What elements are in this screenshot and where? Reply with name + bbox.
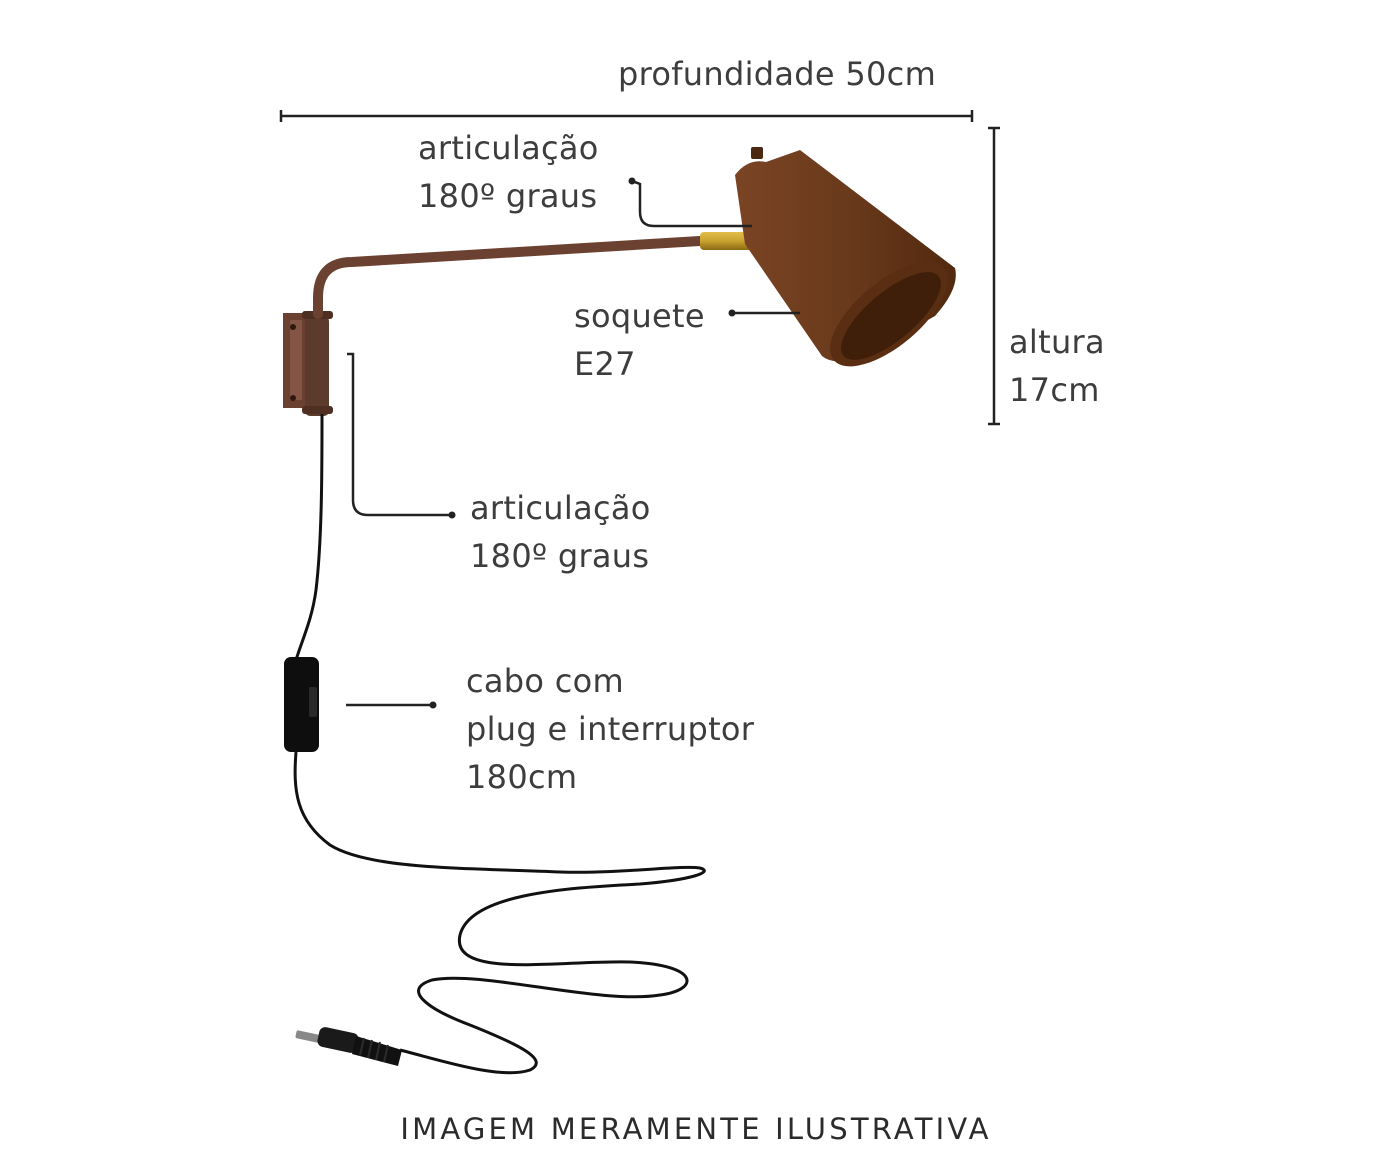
joint-top-label-line1: articulação — [418, 129, 599, 167]
inline-switch — [284, 657, 319, 752]
cable-label-line2: plug e interruptor — [466, 710, 755, 748]
leader-socket — [728, 309, 800, 317]
leader-cable — [346, 701, 437, 709]
leader-joint-mid — [347, 352, 456, 519]
power-plug — [295, 1027, 402, 1066]
wall-bracket — [283, 311, 333, 416]
leader-joint-top — [628, 177, 752, 228]
footer-disclaimer: IMAGEM MERAMENTE ILUSTRATIVA — [400, 1112, 992, 1146]
lamp-arm — [313, 236, 705, 319]
lamp-shade — [735, 147, 956, 367]
socket-label-line1: soquete — [574, 297, 705, 335]
joint-top-label-line2: 180º graus — [418, 177, 598, 215]
brass-coupling — [700, 232, 756, 250]
cable-label-line3: 180cm — [466, 758, 578, 796]
depth-label: profundidade 50cm — [618, 55, 937, 93]
power-cable-upper — [294, 413, 324, 661]
height-label-line1: altura — [1009, 323, 1105, 361]
cable-label-line1: cabo com — [466, 662, 625, 700]
joint-mid-label: articulação 180º graus — [470, 484, 651, 580]
joint-top-label: articulação 180º graus — [418, 124, 599, 220]
joint-mid-label-line2: 180º graus — [470, 537, 650, 575]
depth-dimension-line — [279, 110, 974, 122]
height-label: altura 17cm — [1009, 318, 1105, 414]
cable-label: cabo com plug e interruptor 180cm — [466, 657, 754, 801]
joint-mid-label-line1: articulação — [470, 489, 651, 527]
height-dimension-line — [988, 126, 1000, 426]
socket-label: soquete E27 — [574, 292, 705, 388]
socket-label-line2: E27 — [574, 345, 636, 383]
power-cable-lower — [293, 751, 706, 1075]
height-label-line2: 17cm — [1009, 371, 1100, 409]
